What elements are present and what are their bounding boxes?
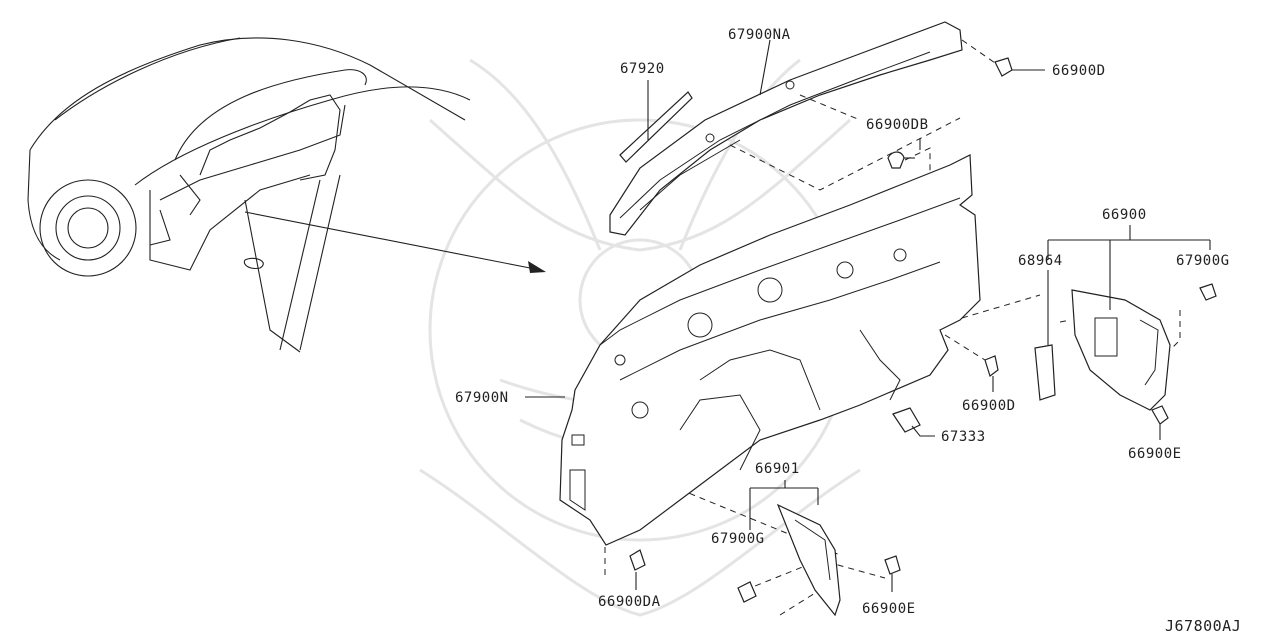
label-67900N: 67900N <box>455 390 509 406</box>
label-66900DA: 66900DA <box>598 594 661 610</box>
clip-66900D-top <box>994 57 1045 77</box>
clip-67333 <box>892 407 935 437</box>
label-66900: 66900 <box>1102 207 1147 223</box>
clip-66900E-bottom <box>884 555 901 592</box>
clip-66900D-mid <box>984 355 999 392</box>
vehicle-overview-illustration <box>27 37 546 353</box>
label-66901: 66901 <box>755 461 800 477</box>
diagram-code: J67800AJ <box>1165 617 1241 635</box>
clip-67900G-bottom <box>737 581 757 603</box>
label-67900G-bottom: 67900G <box>711 531 765 547</box>
part-66901-side-trim <box>749 480 841 617</box>
label-67900NA: 67900NA <box>728 27 791 43</box>
part-68964-cover <box>1034 270 1056 401</box>
label-67900G-right: 67900G <box>1176 253 1230 269</box>
part-67920-seal-strip <box>619 80 693 163</box>
label-66900D-mid: 66900D <box>962 398 1016 414</box>
label-66900E-right: 66900E <box>1128 446 1182 462</box>
label-66900D-top: 66900D <box>1052 63 1106 79</box>
clip-66900DB <box>887 138 921 169</box>
part-66900-side-insulator <box>1047 225 1211 411</box>
label-68964: 68964 <box>1018 253 1063 269</box>
clip-66900E-right <box>1151 405 1169 440</box>
part-67900NA-upper-insulator <box>609 21 963 236</box>
clip-67900G-right <box>1199 283 1217 301</box>
part-labels: 67920 67900NA 66900D 66900DB 66900 68964… <box>455 27 1241 635</box>
label-67333: 67333 <box>941 429 986 445</box>
part-67900N-dash-insulator <box>525 154 981 546</box>
label-66900E-bottom: 66900E <box>862 601 916 617</box>
clip-66900DA <box>629 549 646 590</box>
label-66900DB: 66900DB <box>866 117 929 133</box>
label-67920: 67920 <box>620 61 665 77</box>
